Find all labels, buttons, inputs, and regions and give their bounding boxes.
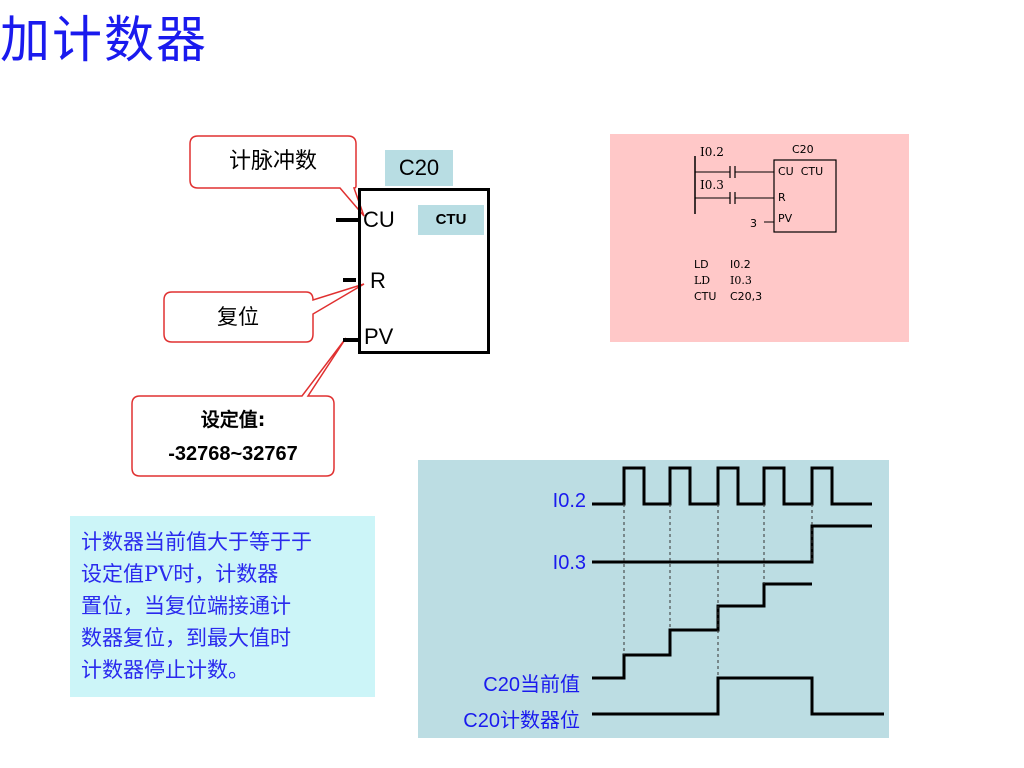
callout-count-pulse-shape: [189, 135, 365, 217]
waveform-label-current: C20当前值: [483, 674, 580, 696]
ladder-pv-value: 3: [750, 217, 757, 230]
waveform-label-i03: I0.3: [552, 552, 586, 574]
callout-reset-text: 复位: [217, 305, 259, 329]
callout-preset-range: -32768~32767: [168, 443, 298, 465]
ladder-box-top: CU CTU: [778, 165, 824, 178]
ladder-box-pv: PV: [778, 212, 793, 225]
waveform-current-value: [592, 582, 812, 680]
description-line: 置位，当复位端接通计: [81, 594, 291, 618]
waveform-i03: [592, 524, 872, 564]
ladder-box-r: R: [778, 191, 786, 204]
waveform-label-i02: I0.2: [552, 490, 586, 512]
waveform-i02: [592, 466, 872, 506]
waveform-counter-bit: [592, 676, 884, 716]
ladder-contact-2-label: I0.3: [700, 178, 724, 192]
timing-diagram: [592, 466, 884, 716]
counter-block: [358, 188, 490, 354]
callout-preset-label: 设定值:: [200, 409, 266, 431]
callout-count-pulse-text: 计脉冲数: [228, 149, 317, 174]
description-line: 设定值PV时，计数器: [81, 562, 279, 586]
description-box: 计数器当前值大于等于于 设定值PV时，计数器 置位，当复位端接通计 数器复位，到…: [70, 516, 375, 697]
counter-name-box: C20: [385, 150, 453, 186]
counter-type-box: CTU: [418, 205, 484, 235]
description-line: 数器复位，到最大值时: [81, 626, 291, 650]
pin-pv-label: PV: [364, 324, 394, 349]
ladder-diagram: [694, 156, 837, 233]
ladder-counter-name: C20: [792, 143, 814, 156]
pin-r-label: R: [370, 268, 386, 293]
description-line: 计数器停止计数。: [81, 658, 249, 682]
waveform-label-bit: C20计数器位: [463, 710, 580, 732]
ladder-contact-1-label: I0.2: [700, 145, 724, 159]
pin-cu-label: CU: [363, 207, 395, 232]
ladder-example-panel: [610, 134, 909, 342]
description-line: 计数器当前值大于等于于: [81, 530, 312, 554]
page-title: 加计数器: [0, 11, 208, 69]
